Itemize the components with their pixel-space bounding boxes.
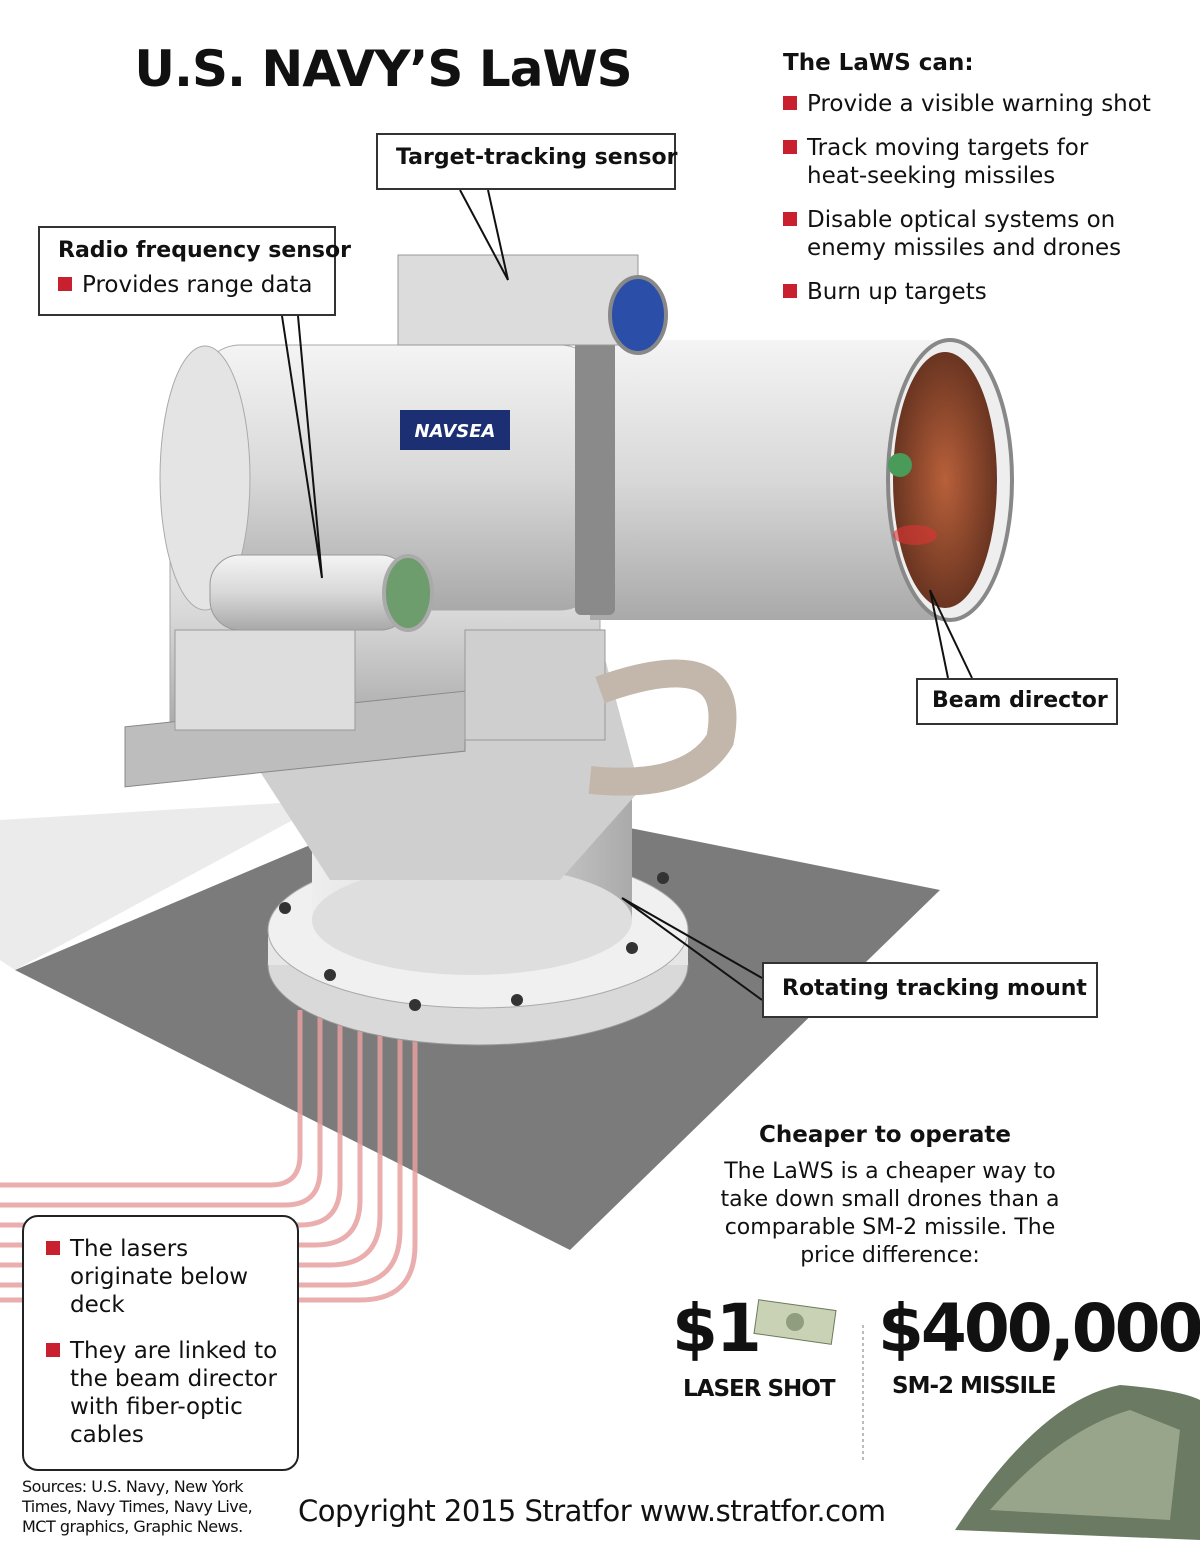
capability-item: Provide a visible warning shot bbox=[783, 90, 1183, 118]
cost-text: The LaWS is a cheaper way to take down s… bbox=[720, 1159, 1060, 1268]
capabilities-heading: The LaWS can: bbox=[783, 50, 974, 76]
lasers-item: They are linked to the beam director wit… bbox=[46, 1337, 286, 1449]
capability-item: Burn up targets bbox=[783, 278, 1183, 306]
capability-item: Track moving targets for heat-seeking mi… bbox=[783, 134, 1113, 190]
fiber-optic-cables bbox=[0, 1010, 418, 1303]
radio-frequency-item: Provides range data bbox=[58, 271, 316, 299]
copyright: Copyright 2015 Stratfor www.stratfor.com bbox=[298, 1494, 886, 1528]
lasers-info-box: The lasers originate below deck They are… bbox=[22, 1215, 299, 1471]
capability-item: Disable optical systems on enemy missile… bbox=[783, 206, 1143, 262]
missile-price: $400,000 bbox=[878, 1290, 1200, 1367]
target-tracking-callout: Target-tracking sensor bbox=[376, 133, 677, 190]
money-pile-icon bbox=[955, 1385, 1200, 1540]
leader-lines bbox=[281, 189, 973, 1001]
cost-heading: Cheaper to operate bbox=[759, 1122, 1011, 1148]
capabilities-list: The LaWS can: Provide a visible warning … bbox=[783, 50, 1183, 306]
beam-director-lens bbox=[893, 352, 997, 608]
radio-frequency-sensor bbox=[209, 554, 434, 632]
target-tracking-sensor bbox=[397, 254, 668, 355]
rotating-mount-callout: Rotating tracking mount bbox=[762, 962, 1098, 1018]
svg-text:NAVSEA: NAVSEA bbox=[415, 421, 496, 442]
dollar-bill-icon bbox=[753, 1299, 837, 1345]
beam-director-callout: Beam director bbox=[916, 678, 1118, 725]
sources: Sources: U.S. Navy, New York Times, Navy… bbox=[22, 1477, 253, 1536]
navsea-logo: NAVSEA bbox=[400, 410, 510, 450]
page-title: U.S. NAVY’S LaWS bbox=[134, 40, 632, 98]
radio-frequency-callout: Radio frequency sensor Provides range da… bbox=[38, 226, 351, 316]
cost-section: Cheaper to operate The LaWS is a cheaper… bbox=[700, 1122, 1080, 1270]
lasers-item: The lasers originate below deck bbox=[46, 1235, 266, 1319]
laser-label: LASER SHOT bbox=[683, 1376, 836, 1402]
laser-price: $1 bbox=[672, 1290, 762, 1367]
missile-label: SM-2 MISSILE bbox=[892, 1373, 1056, 1399]
radio-frequency-title: Radio frequency sensor bbox=[58, 238, 351, 263]
rotating-mount bbox=[267, 760, 689, 1046]
